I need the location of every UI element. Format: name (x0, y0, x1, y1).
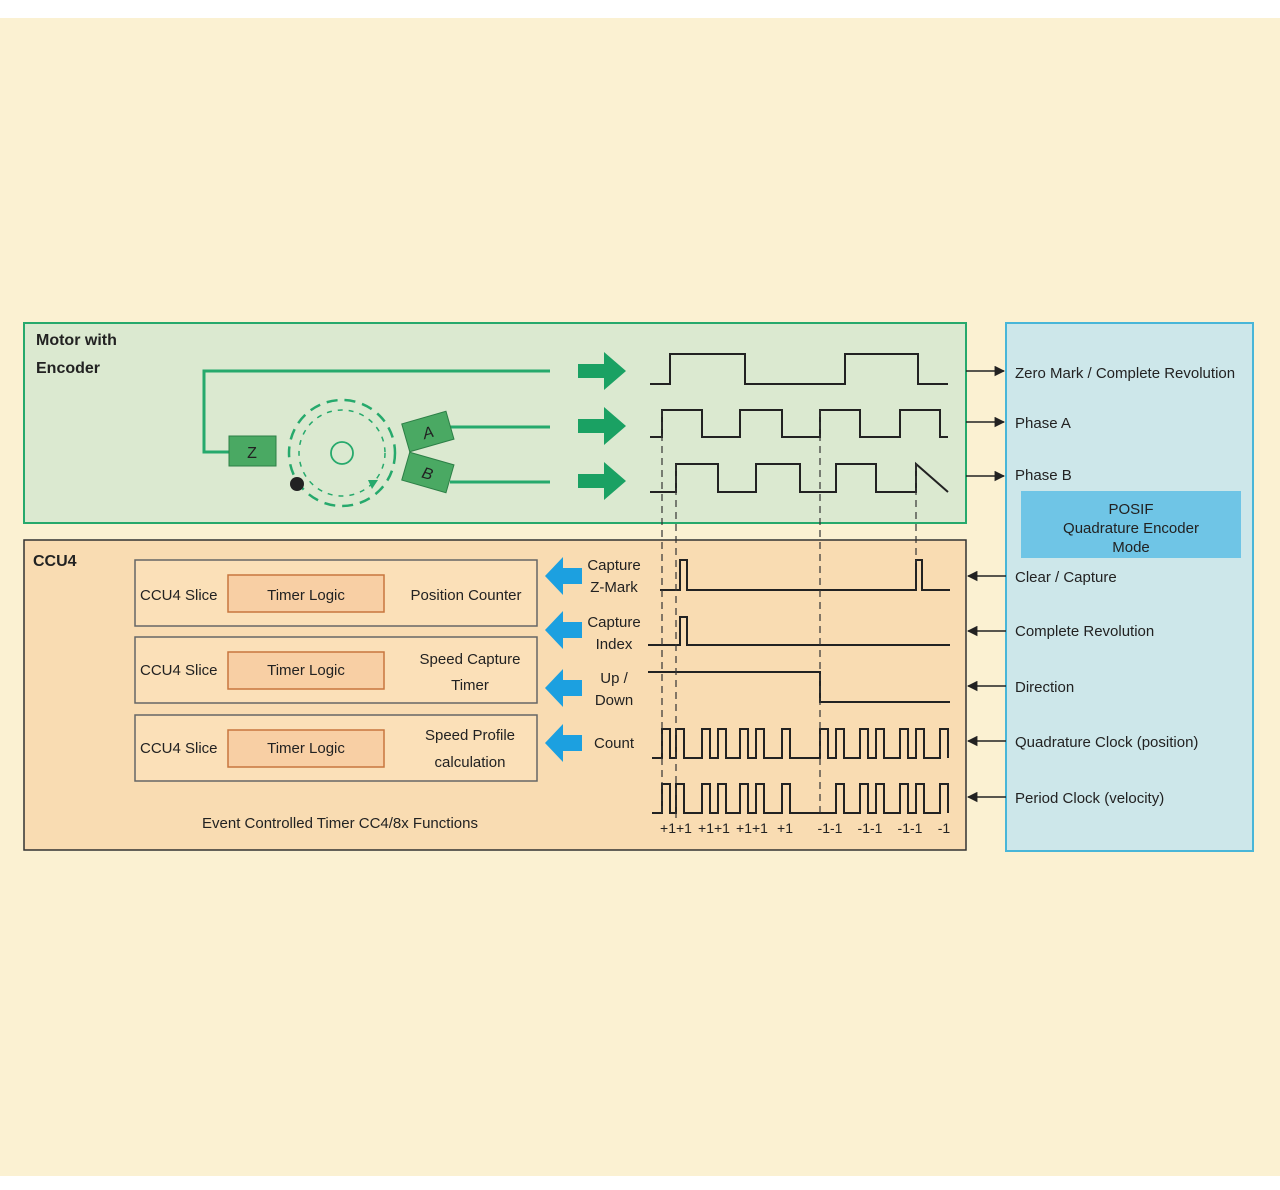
blue-arrow-icon (545, 724, 582, 762)
blue-arrow-icons (545, 557, 582, 762)
slice-2-label: CCU4 Slice (140, 662, 218, 679)
sensor-b-label: B (420, 465, 435, 484)
input-capture-index-line1: Capture (587, 614, 640, 631)
posif-mode-line1: POSIF (1108, 501, 1153, 518)
signal-zero-mark: Zero Mark / Complete Revolution (1015, 365, 1235, 382)
count-label: +1+1 (736, 820, 768, 836)
waveforms (648, 353, 950, 814)
slice-3-function-line2: calculation (435, 754, 506, 771)
count-label: -1-1 (858, 820, 883, 836)
green-arrow-icons (578, 352, 626, 500)
count-label: -1 (938, 820, 951, 836)
blue-arrow-icon (545, 669, 582, 707)
ccu4-slice-2 (134, 636, 538, 704)
slice-3-logic: Timer Logic (267, 740, 345, 757)
signal-phase-a: Phase A (1015, 415, 1071, 432)
slice-1-logic: Timer Logic (267, 587, 345, 604)
slice-3-label: CCU4 Slice (140, 740, 218, 757)
signal-quadrature-clock: Quadrature Clock (position) (1015, 734, 1198, 751)
ccu4-slice-3 (134, 714, 538, 782)
waveform-quadrature-clock (652, 728, 949, 759)
ccu4-slice-1 (134, 559, 538, 627)
signal-clear-capture: Clear / Capture (1015, 569, 1117, 586)
sensor-b (401, 451, 455, 494)
motor-encoder-panel (23, 322, 967, 524)
slice-2-function-line2: Timer (451, 677, 489, 694)
posif-mode-line2: Quadrature Encoder (1063, 520, 1199, 537)
green-arrow-icon (578, 407, 626, 445)
motor-title-line2: Encoder (36, 360, 100, 377)
signal-period-clock: Period Clock (velocity) (1015, 790, 1164, 807)
waveform-phase-a (650, 409, 948, 438)
input-updown-line2: Down (595, 692, 633, 709)
posif-mode-box (1021, 491, 1241, 558)
slice-1-label: CCU4 Slice (140, 587, 218, 604)
sensor-z-label: Z (247, 445, 257, 462)
motor-title-line1: Motor with (36, 332, 117, 349)
signal-phase-b: Phase B (1015, 467, 1072, 484)
input-updown-line1: Up / (600, 670, 628, 687)
slice-1-function: Position Counter (411, 587, 522, 604)
input-capture-zmark-line1: Capture (587, 557, 640, 574)
blue-arrow-icon (545, 611, 582, 649)
count-label: +1+1 (698, 820, 730, 836)
ccu4-footer: Event Controlled Timer CC4/8x Functions (202, 815, 478, 832)
encoder-interface-diagram: POSIF Quadrature Encoder Mode Motor with… (23, 322, 1254, 852)
count-label: -1-1 (898, 820, 923, 836)
ccu4-title: CCU4 (33, 553, 77, 570)
waveform-period-clock (652, 783, 949, 814)
slice-2-function-line1: Speed Capture (420, 651, 521, 668)
signal-complete-revolution: Complete Revolution (1015, 623, 1154, 640)
waveform-phase-b (650, 461, 949, 493)
sensor-a (401, 410, 455, 453)
green-arrow-icon (578, 352, 626, 390)
timing-guides (661, 410, 917, 818)
posif-panel (1005, 322, 1254, 852)
count-label: +1+1 (660, 820, 692, 836)
waveform-zero-mark (650, 353, 948, 385)
encoder-disc (287, 398, 397, 508)
diagram-canvas: POSIF Quadrature Encoder Mode Motor with… (0, 18, 1280, 1176)
count-label: +1 (777, 820, 793, 836)
sensor-a-label: A (420, 424, 436, 444)
green-arrow-icon (578, 462, 626, 500)
count-label: -1-1 (818, 820, 843, 836)
encoder-wiring (202, 369, 550, 484)
input-capture-zmark-line2: Z-Mark (590, 579, 638, 596)
signal-direction: Direction (1015, 679, 1074, 696)
slice-3-function-line1: Speed Profile (425, 727, 515, 744)
blue-arrow-icon (545, 557, 582, 595)
signal-arrows (966, 365, 1006, 803)
input-capture-index-line2: Index (596, 636, 633, 653)
sensor-z (228, 435, 277, 467)
input-count: Count (594, 735, 635, 752)
posif-mode-line3: Mode (1112, 539, 1150, 556)
slice-2-logic: Timer Logic (267, 662, 345, 679)
waveform-clear-capture (660, 559, 950, 591)
waveform-complete-revolution (648, 616, 950, 646)
